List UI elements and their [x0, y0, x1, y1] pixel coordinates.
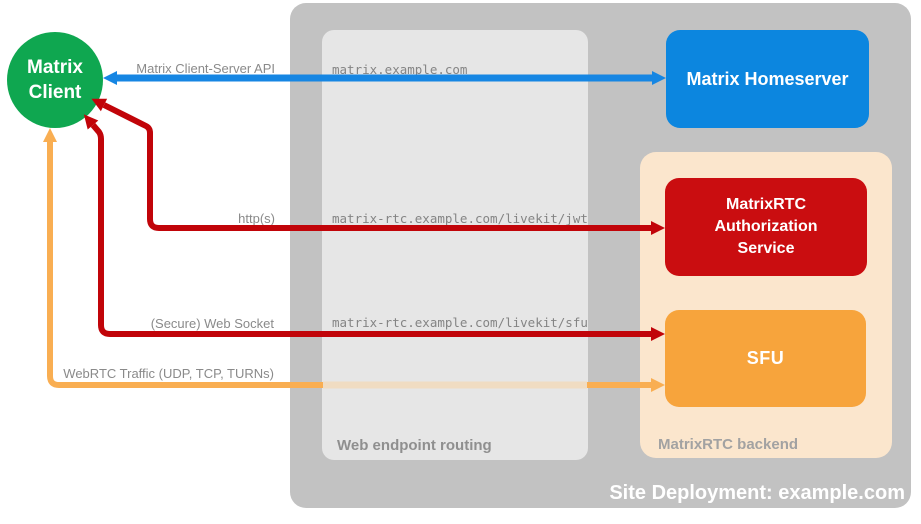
- label-http: http(s): [238, 211, 275, 226]
- web-endpoint-routing-panel: [322, 30, 588, 460]
- site-deployment-title: Site Deployment: example.com: [609, 482, 905, 504]
- sfu-box: SFU: [665, 310, 866, 407]
- matrix-client-node: Matrix Client: [7, 32, 103, 128]
- route-livekit-jwt: matrix-rtc.example.com/livekit/jwt: [332, 211, 588, 226]
- label-webrtc-traffic: WebRTC Traffic (UDP, TCP, TURNs): [63, 366, 274, 381]
- matrixrtc-backend-title: MatrixRTC backend: [658, 436, 799, 453]
- route-livekit-sfu: matrix-rtc.example.com/livekit/sfu: [332, 315, 588, 330]
- web-endpoint-routing-title: Web endpoint routing: [337, 437, 492, 454]
- label-client-server-api: Matrix Client-Server API: [136, 61, 275, 76]
- route-matrix-example-com: matrix.example.com: [332, 62, 468, 77]
- auth-service-box: MatrixRTC Authorization Service: [665, 178, 867, 276]
- matrix-homeserver-box: Matrix Homeserver: [666, 30, 869, 128]
- label-web-socket: (Secure) Web Socket: [150, 316, 274, 331]
